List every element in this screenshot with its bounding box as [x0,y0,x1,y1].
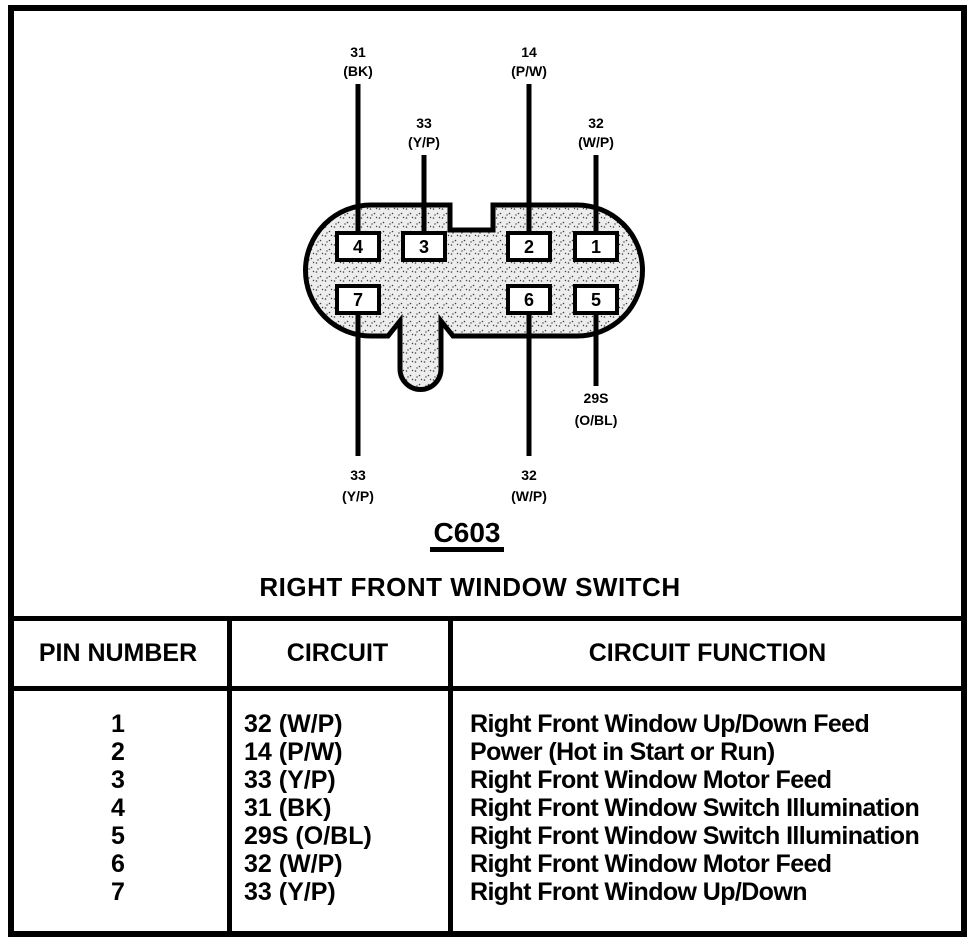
table-column-divider-2 [448,616,453,937]
table-row: 1 32 (W/P) Right Front Window Up/Down Fe… [9,710,967,738]
pin-box-5 [573,284,619,315]
cell-pin: 7 [111,878,125,906]
wire-label-circuit: 31 [350,44,366,60]
cell-function: Right Front Window Switch Illumination [470,794,920,822]
pin-number-4: 4 [353,237,363,257]
cell-function: Right Front Window Motor Feed [470,850,832,878]
wire-label-circuit: 32 [521,467,537,483]
header-pin-number: PIN NUMBER [38,639,198,667]
table-row: 6 32 (W/P) Right Front Window Motor Feed [9,850,967,878]
cell-circuit: 33 (Y/P) [244,878,336,906]
cell-pin: 1 [111,710,125,738]
diagram-title: RIGHT FRONT WINDOW SWITCH [259,572,680,602]
page-border [8,5,967,937]
connector-id-underline [430,547,504,552]
cell-pin: 3 [111,766,125,794]
pin-box-2 [506,231,552,262]
pin-box-6 [506,284,552,315]
wire-label-circuit: 32 [588,115,604,131]
pin-box-3 [401,231,447,262]
pin-number-5: 5 [591,290,601,310]
cell-circuit: 32 (W/P) [244,850,343,878]
wire-label-color: (W/P) [511,488,547,504]
table-row: 2 14 (P/W) Power (Hot in Start or Run) [9,738,967,766]
cell-function: Right Front Window Up/Down [470,878,807,906]
connector-diagram: 4 3 2 1 7 6 5 31 (BK) 33 (Y/P) 14 (P/W) … [259,44,680,602]
table-column-divider-1 [227,616,232,937]
connector-body [303,202,645,392]
cell-function: Right Front Window Switch Illumination [470,822,920,850]
table-row: 7 33 (Y/P) Right Front Window Up/Down [9,878,967,906]
cell-circuit: 33 (Y/P) [244,766,336,794]
cell-function: Right Front Window Motor Feed [470,766,832,794]
cell-circuit: 31 (BK) [244,794,332,822]
pin-number-6: 6 [524,290,534,310]
wire-label-circuit: 33 [350,467,366,483]
pin-box-7 [335,284,381,315]
wire-label-color: (P/W) [511,63,547,79]
header-circuit-function: CIRCUIT FUNCTION [588,639,827,667]
cell-function: Power (Hot in Start or Run) [470,738,775,766]
table-row: 5 29S (O/BL) Right Front Window Switch I… [9,822,967,850]
table-row: 3 33 (Y/P) Right Front Window Motor Feed [9,766,967,794]
wire-label-color: (Y/P) [408,134,440,150]
cell-pin: 2 [111,738,125,766]
pin-number-3: 3 [419,237,429,257]
cell-pin: 5 [111,822,125,850]
table-row: 4 31 (BK) Right Front Window Switch Illu… [9,794,967,822]
cell-pin: 6 [111,850,125,878]
wire-label-color: (W/P) [578,134,614,150]
wire-label-color: (O/BL) [575,412,618,428]
wire-label-circuit: 33 [416,115,432,131]
wire-label-circuit: 14 [521,44,537,60]
pin-number-1: 1 [591,237,601,257]
cell-function: Right Front Window Up/Down Feed [470,710,870,738]
wire-label-color: (Y/P) [342,488,374,504]
table-top-line [9,616,967,621]
table-header-row: PIN NUMBER CIRCUIT CIRCUIT FUNCTION [9,621,967,686]
table-body: 1 32 (W/P) Right Front Window Up/Down Fe… [9,710,967,906]
cell-circuit: 32 (W/P) [244,710,343,738]
table-header-divider [9,686,967,691]
header-circuit: CIRCUIT [286,639,389,667]
connector-id-label: C603 [434,517,501,548]
cell-pin: 4 [111,794,125,822]
pin-number-2: 2 [524,237,534,257]
wire-label-circuit: 29S [584,390,609,406]
cell-circuit: 29S (O/BL) [244,822,372,850]
cell-circuit: 14 (P/W) [244,738,343,766]
pin-number-7: 7 [353,290,363,310]
pin-box-1 [573,231,619,262]
wire-label-color: (BK) [343,63,373,79]
pin-box-4 [335,231,381,262]
